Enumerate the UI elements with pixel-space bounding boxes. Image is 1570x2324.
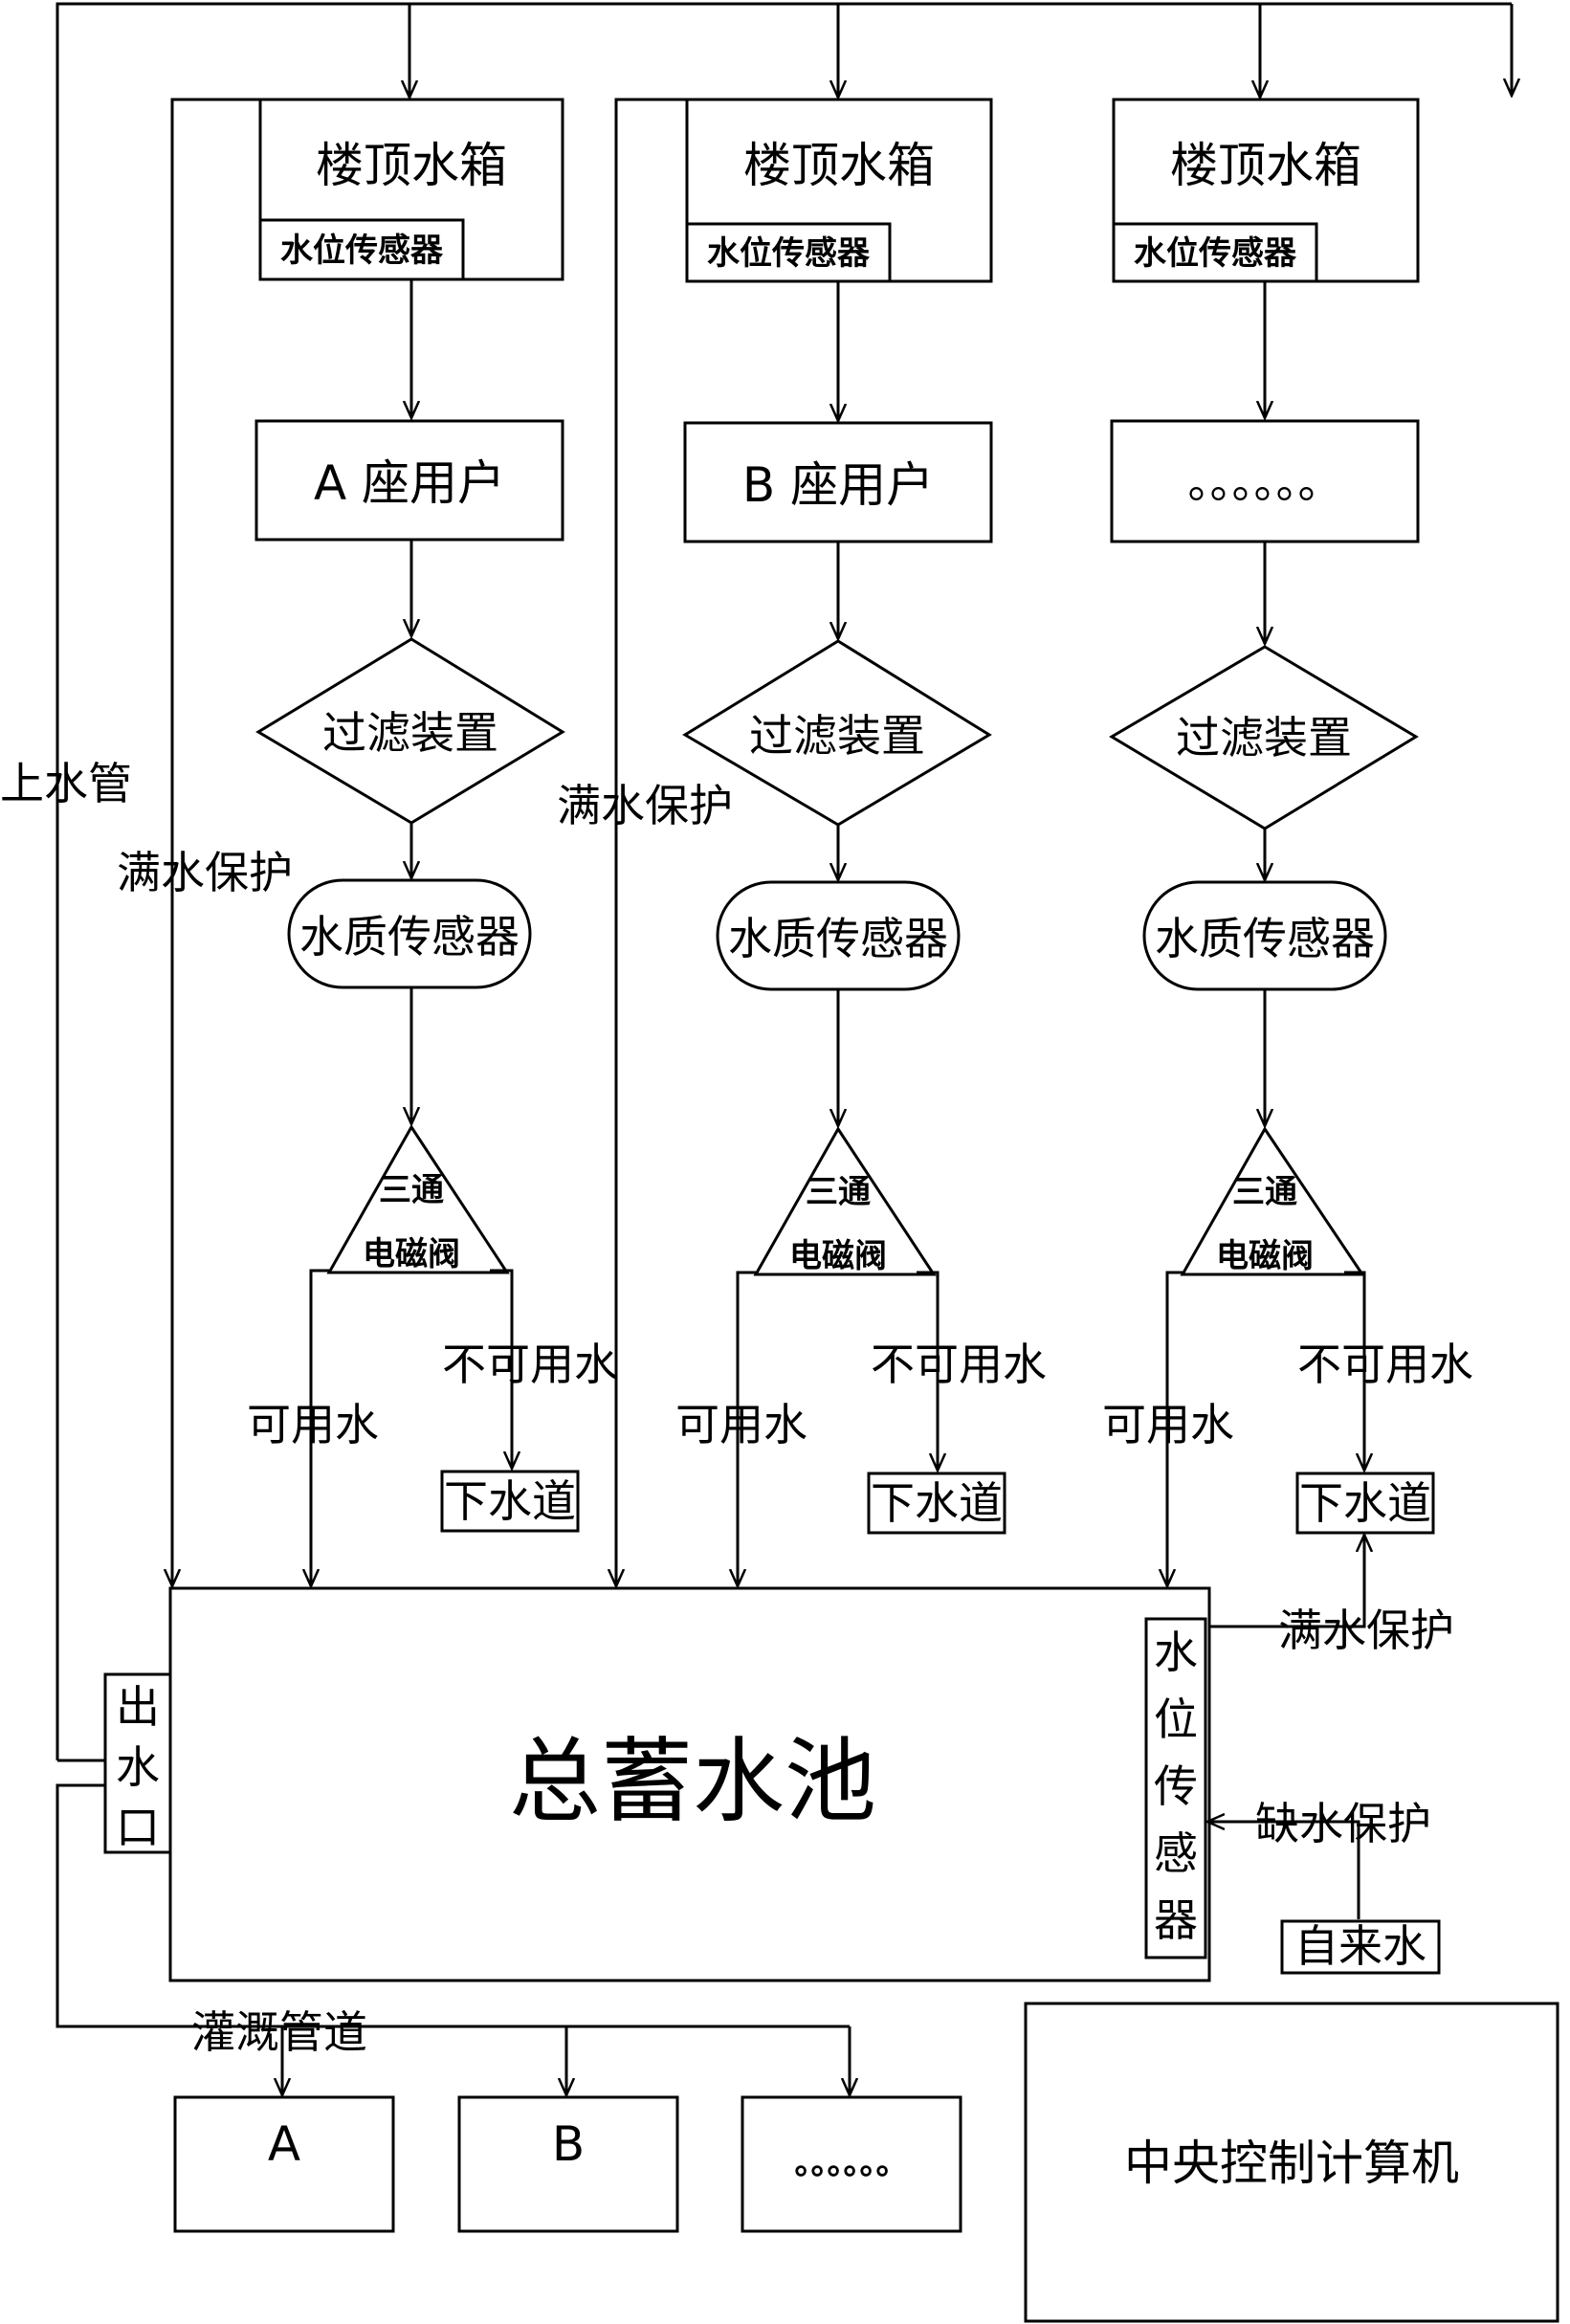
overflow-protection-lines (172, 98, 687, 1586)
users-label: A 座用户 (314, 455, 505, 511)
level-sensor-char: 传 (1154, 1760, 1198, 1812)
overflow-to-sewer-line (1209, 1535, 1364, 1628)
usable-water-label: 可用水 (1102, 1399, 1234, 1450)
supply-pipe-network (55, 2, 1512, 1762)
sewer-label: 下水道 (444, 1475, 576, 1527)
central-control-computer (1024, 2002, 1559, 2323)
tank-level-sensor-b (685, 222, 892, 283)
central-control-computer-label: 中央控制计算机 (1124, 2136, 1459, 2191)
rooftop-tank-label: 楼顶水箱 (743, 138, 935, 193)
users-box-a (254, 419, 564, 542)
valve-label-line1: 三通 (379, 1171, 444, 1209)
water-quality-sensor-label: 水质传感器 (299, 911, 520, 963)
irrigation-zone-label: B (552, 2116, 585, 2172)
reservoir-name: 总蓄水池 (509, 1728, 876, 1835)
unusable-water-label: 不可用水 (871, 1339, 1047, 1390)
users-box-b (683, 421, 993, 543)
users-label: B 座用户 (742, 457, 934, 513)
valve-label-line1: 三通 (806, 1173, 871, 1211)
irrigation-zone-more (741, 2095, 962, 2233)
tank-level-sensor-label: 水位传感器 (707, 234, 871, 273)
rooftop-tank-label: 楼顶水箱 (1170, 138, 1361, 193)
overflow-protection-label-c: 满水保护 (1278, 1605, 1454, 1656)
reservoir-level-sensor (1144, 1617, 1207, 1959)
tank-level-sensor-label: 水位传感器 (280, 232, 444, 270)
irrigation-zone-a (173, 2095, 395, 2233)
valve-label-line2: 电磁阀 (363, 1235, 460, 1273)
level-sensor-char: 位 (1154, 1693, 1198, 1745)
outlet-char: 水 (116, 1741, 160, 1793)
sewer-label: 下水道 (1299, 1477, 1431, 1529)
water-quality-sensor-label: 水质传感器 (728, 913, 948, 964)
valve-label-line2: 电磁阀 (1216, 1237, 1314, 1275)
water-quality-sensor-a (287, 878, 532, 989)
usable-water-label: 可用水 (247, 1399, 379, 1450)
tank-level-sensor-label: 水位传感器 (1134, 234, 1297, 273)
tank-level-sensor-c (1112, 222, 1318, 283)
level-sensor-char: 水 (1154, 1627, 1198, 1678)
tap-water-label: 自来水 (1294, 1920, 1426, 1972)
filter-device-label: 过滤装置 (749, 710, 925, 762)
unusable-water-label: 不可用水 (442, 1339, 618, 1390)
level-sensor-char: 感 (1154, 1827, 1198, 1879)
sewer-label: 下水道 (871, 1477, 1003, 1529)
overflow-protection-label-b: 满水保护 (557, 780, 733, 831)
usable-water-label: 可用水 (675, 1399, 807, 1450)
outlet-char: 口 (116, 1802, 160, 1853)
filter-device-label: 过滤装置 (322, 707, 498, 759)
three-way-valve-b (753, 1126, 937, 1276)
unusable-water-label: 不可用水 (1297, 1339, 1473, 1390)
irrigation-pipe-label: 灌溉管道 (191, 2006, 367, 2058)
water-quality-sensor-label: 水质传感器 (1155, 913, 1375, 964)
supply-pipe-label: 上水管 (0, 758, 132, 809)
irrigation-zone-b (457, 2095, 679, 2233)
filter-device-label: 过滤装置 (1176, 712, 1352, 764)
three-way-valve-c (1180, 1126, 1365, 1276)
column-a: 楼顶水箱 水位传感器 A 座用户 过滤装置 水质传感器 三通 电磁阀 可用水 不… (247, 98, 618, 1586)
main-reservoir: 总蓄水池 出 水 口 水 位 传 感 器 (103, 1586, 1211, 1982)
sewer-box-b (867, 1472, 1006, 1535)
users-label: 。。。。。。 (1188, 456, 1342, 508)
valve-label-line1: 三通 (1232, 1173, 1297, 1211)
outlet-char: 出 (116, 1681, 160, 1733)
tap-water-box (1280, 1919, 1441, 1975)
rooftop-tank-label: 楼顶水箱 (316, 138, 507, 193)
valve-label-line2: 电磁阀 (789, 1237, 887, 1275)
irrigation-pipe-network (55, 1783, 850, 2095)
users-box-c (1110, 419, 1420, 543)
column-c: 楼顶水箱 水位传感器 。。。。。。 过滤装置 水质传感器 三通 电磁阀 可用水 … (1102, 98, 1473, 1586)
sewer-box-c (1295, 1472, 1435, 1535)
tap-water-line (1207, 1822, 1360, 1919)
sewer-box-a (440, 1470, 580, 1533)
tank-level-sensor-a (258, 218, 465, 281)
outlet-box (103, 1672, 172, 1854)
overflow-protection-label-a: 满水保护 (117, 847, 293, 898)
irrigation-zone-label: 。。。。。。 (795, 2144, 909, 2182)
irrigation-zone-label: A (268, 2116, 300, 2172)
level-sensor-char: 器 (1154, 1894, 1198, 1946)
column-b: 楼顶水箱 水位传感器 B 座用户 过滤装置 水质传感器 三通 电磁阀 可用水 不… (675, 98, 1047, 1586)
low-water-protection-label: 缺水保护 (1255, 1798, 1431, 1849)
three-way-valve-a (326, 1124, 510, 1274)
